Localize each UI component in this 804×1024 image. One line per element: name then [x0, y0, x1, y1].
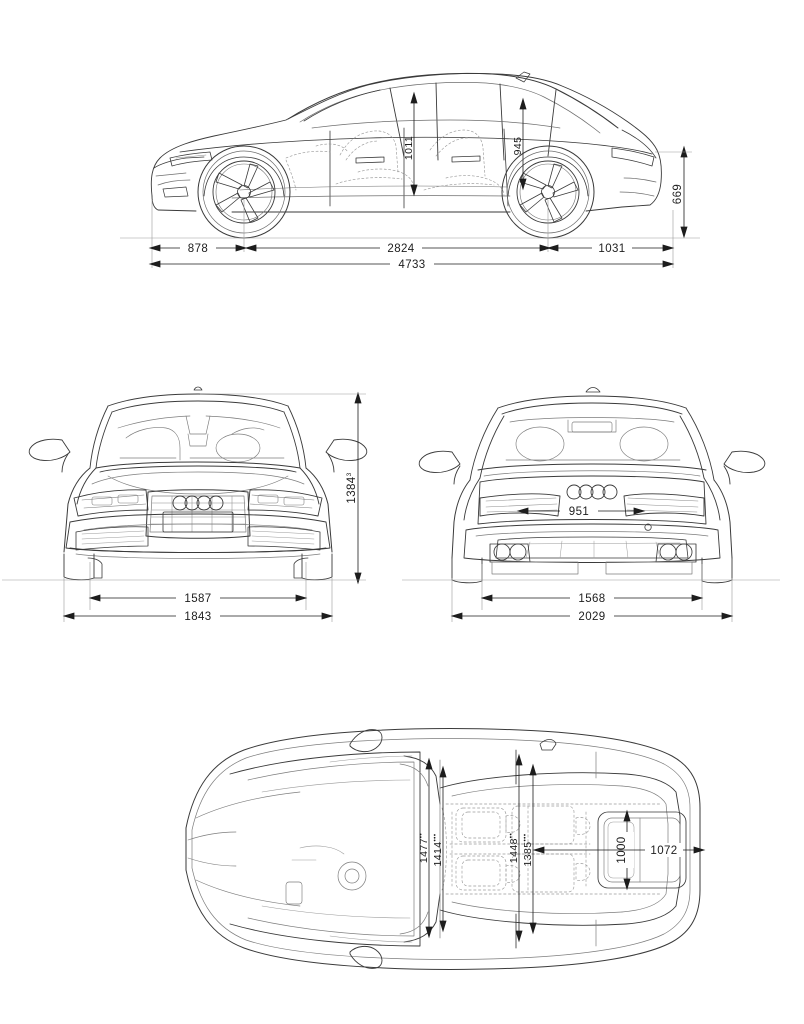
- rear-width-mirrors-label: 2029: [578, 611, 605, 623]
- rear-track-label: 1568: [578, 593, 605, 605]
- side-view: 1011 945 669: [0, 0, 804, 300]
- side-front-headroom-label: 1011: [403, 136, 415, 160]
- side-overall-length-label: 4733: [398, 259, 425, 271]
- side-rear-height-label: 669: [672, 184, 684, 204]
- front-width-label: 1843: [184, 611, 211, 623]
- top-front-elbow-label: 1414•••: [432, 833, 444, 866]
- top-rear-elbow-label: 1385•••: [522, 833, 534, 866]
- front-track-label: 1587: [184, 593, 211, 605]
- top-load-length-label: 1072: [650, 845, 677, 857]
- side-wheelbase-label: 2824: [387, 243, 414, 255]
- front-height-label: 13843: [346, 472, 358, 503]
- rear-load-width-label: 951: [569, 506, 589, 518]
- side-front-overhang-label: 878: [188, 243, 208, 255]
- top-front-shoulder-label: 1477••: [418, 833, 430, 864]
- side-rear-headroom-label: 945: [512, 137, 524, 156]
- side-rear-overhang-label: 1031: [598, 243, 625, 255]
- top-rear-shoulder-label: 1448••: [508, 833, 520, 864]
- front-view: 13843 1587 1843: [0, 372, 400, 642]
- top-view: 1477•• 1414••• 1448•• 1385••• 1000: [0, 700, 804, 1000]
- rear-view: 951 1568 2029: [400, 372, 804, 642]
